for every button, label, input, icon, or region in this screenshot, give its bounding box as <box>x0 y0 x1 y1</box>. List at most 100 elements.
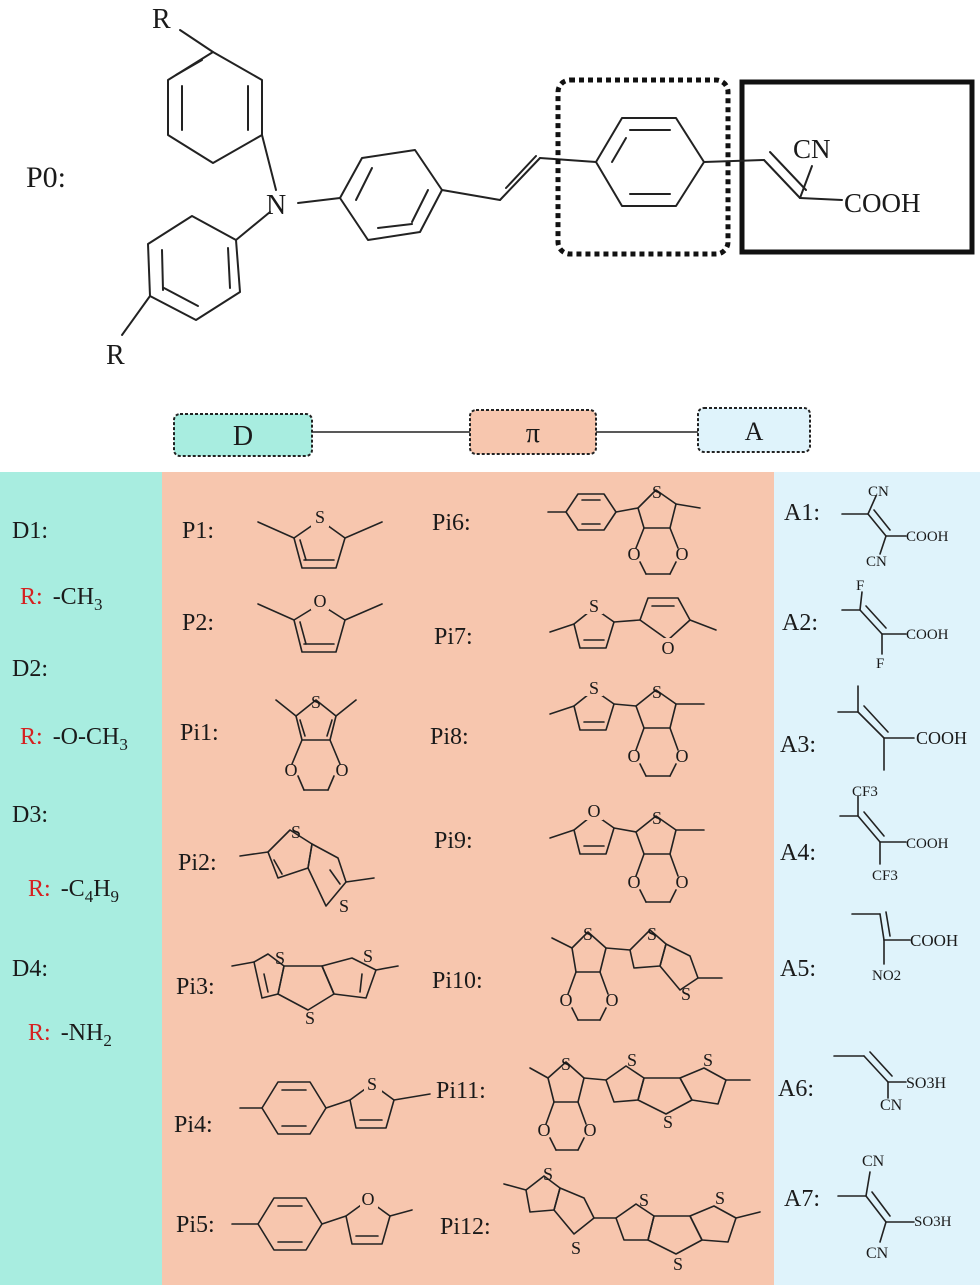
pi8-structure: S S O O <box>549 676 705 777</box>
donor-d1-label: D1: <box>12 518 48 544</box>
pi-p2-label: P2: <box>182 610 214 636</box>
r-top-label: R <box>152 4 171 35</box>
acceptor-a2-label: A2: <box>782 610 818 636</box>
svg-text:COOH: COOH <box>906 836 949 852</box>
pi4-structure: S <box>239 1072 431 1135</box>
donor-d2-label: D2: <box>12 656 48 682</box>
svg-text:O: O <box>584 1120 597 1140</box>
svg-text:CF3: CF3 <box>852 784 878 800</box>
svg-text:S: S <box>305 1008 315 1028</box>
pi10-structure: S O O S S <box>551 924 723 1021</box>
svg-text:S: S <box>315 507 325 527</box>
svg-text:S: S <box>627 1050 637 1070</box>
a7-structure: CN SO3H CN <box>837 1153 952 1262</box>
svg-text:O: O <box>676 746 689 766</box>
a6-structure: SO3H CN <box>833 1051 946 1114</box>
svg-text:S: S <box>663 1112 673 1132</box>
svg-text:O: O <box>538 1120 551 1140</box>
acceptor-a5-label: A5: <box>780 956 816 982</box>
acceptor-a4-label: A4: <box>780 840 816 866</box>
donor-d3-label: D3: <box>12 802 48 828</box>
cn-label: CN <box>793 134 831 164</box>
pi-pi8-label: Pi8: <box>430 724 469 750</box>
pi-pi10-label: Pi10: <box>432 968 483 994</box>
donor-d2-r: R: -O-CH3 <box>20 724 128 754</box>
r-bottom-label: R <box>106 340 125 371</box>
pi-box-dotted <box>555 77 731 257</box>
svg-text:S: S <box>275 948 285 968</box>
svg-text:S: S <box>673 1254 683 1274</box>
pi5-structure: O <box>231 1188 413 1251</box>
acceptor-list: A1: CN COOH CN A2: F COOH F A3: <box>778 484 967 1262</box>
svg-text:CN: CN <box>880 1097 903 1114</box>
donor-d4-r: R: -NH2 <box>28 1020 112 1050</box>
p1-structure: S <box>257 507 383 569</box>
svg-text:S: S <box>647 924 657 944</box>
p0-structure: P0: R N R <box>26 4 975 371</box>
pi9-structure: O S O O <box>549 800 705 903</box>
svg-text:S: S <box>583 924 593 944</box>
pi-pi3-label: Pi3: <box>176 974 215 1000</box>
svg-text:O: O <box>676 872 689 892</box>
svg-text:S: S <box>291 822 301 842</box>
svg-text:O: O <box>588 801 601 821</box>
a-box <box>697 407 811 453</box>
donor-d1-r: R: -CH3 <box>20 584 103 614</box>
svg-text:F: F <box>876 656 884 672</box>
pi3-structure: S S S <box>231 946 399 1028</box>
pi7-structure: S O <box>549 594 717 658</box>
svg-text:S: S <box>311 692 321 712</box>
svg-text:CN: CN <box>866 1245 889 1262</box>
svg-text:S: S <box>561 1054 571 1074</box>
svg-text:SO3H: SO3H <box>906 1075 946 1092</box>
nitrogen-label: N <box>266 190 286 221</box>
donor-d3-r: R: -C4H9 <box>28 876 119 906</box>
pi-pi9-label: Pi9: <box>434 828 473 854</box>
p0-label: P0: <box>26 161 66 194</box>
svg-text:S: S <box>571 1238 581 1258</box>
pi-left-column: P1: S P2: O Pi1: <box>174 507 431 1251</box>
pi-pi5-label: Pi5: <box>176 1212 215 1238</box>
pi-pi12-label: Pi12: <box>440 1214 491 1240</box>
pi-pi7-label: Pi7: <box>434 624 473 650</box>
svg-text:S: S <box>703 1050 713 1070</box>
pi-box <box>469 409 597 455</box>
svg-text:S: S <box>652 482 662 502</box>
svg-text:S: S <box>367 1074 377 1094</box>
svg-text:COOH: COOH <box>916 728 967 748</box>
p2-structure: O <box>257 590 383 653</box>
svg-text:O: O <box>560 990 573 1010</box>
svg-text:O: O <box>662 638 675 658</box>
pi-p1-label: P1: <box>182 518 214 544</box>
pi-pi11-label: Pi11: <box>436 1078 486 1104</box>
svg-text:O: O <box>362 1189 375 1209</box>
d-box-label: D <box>233 421 253 452</box>
pi2-structure: S S <box>239 822 375 916</box>
donor-panel <box>0 472 162 1285</box>
svg-text:COOH: COOH <box>906 529 949 545</box>
svg-text:CN: CN <box>862 1153 885 1170</box>
svg-text:O: O <box>314 591 327 611</box>
pi11-structure: S O O S S S <box>529 1050 751 1151</box>
donor-list: D1: R: -CH3 D2: R: -O-CH3 D3: R: -C4H9 D… <box>12 518 128 1050</box>
svg-text:F: F <box>856 578 864 594</box>
d-box <box>173 413 313 457</box>
svg-text:O: O <box>676 544 689 564</box>
pi-box-label: π <box>526 418 540 449</box>
svg-text:COOH: COOH <box>906 627 949 643</box>
svg-text:COOH: COOH <box>910 931 958 950</box>
svg-text:S: S <box>652 682 662 702</box>
svg-text:S: S <box>589 596 599 616</box>
svg-text:S: S <box>715 1188 725 1208</box>
svg-text:NO2: NO2 <box>872 968 901 984</box>
svg-text:S: S <box>652 808 662 828</box>
acceptor-a6-label: A6: <box>778 1076 814 1102</box>
cooh-label: COOH <box>844 188 921 218</box>
svg-text:S: S <box>339 896 349 916</box>
svg-text:O: O <box>285 760 298 780</box>
a3-structure: COOH <box>837 685 967 771</box>
a5-structure: COOH NO2 <box>851 911 958 984</box>
acceptor-box <box>739 79 975 255</box>
svg-text:S: S <box>639 1190 649 1210</box>
pi12-structure: S S S S S <box>503 1164 761 1274</box>
